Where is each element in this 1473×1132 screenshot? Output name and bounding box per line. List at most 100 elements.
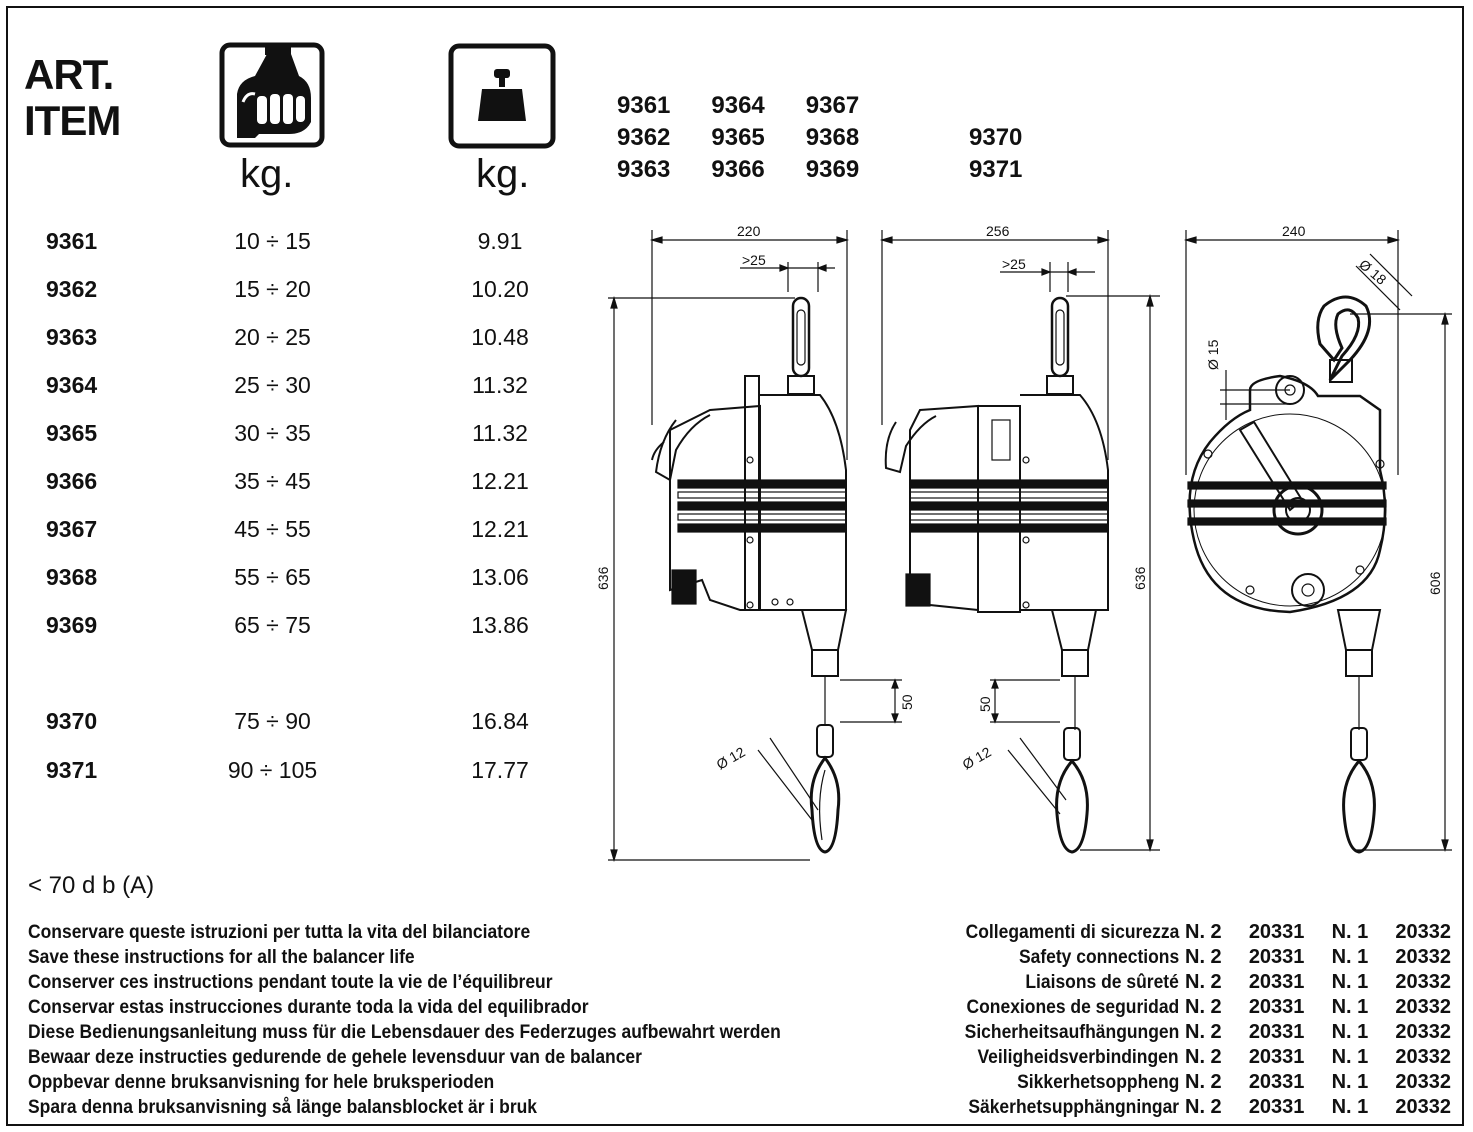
table-row-weight: 11.32 bbox=[472, 372, 528, 398]
table-row-art: 9368 bbox=[46, 564, 98, 590]
table-row-capacity: 90 ÷ 105 bbox=[227, 757, 318, 783]
dim-rope-1: Ø 12 bbox=[714, 743, 748, 772]
safety-code: 20332 bbox=[1395, 1096, 1451, 1118]
safety-label: Liaisons de sûreté bbox=[1025, 972, 1179, 993]
side-view-2 bbox=[879, 230, 1160, 854]
side-view-1 bbox=[608, 230, 902, 863]
safety-qty: N. 2 bbox=[1185, 996, 1222, 1018]
model-code: 9370 bbox=[969, 124, 1023, 151]
safety-code: 20331 bbox=[1248, 971, 1305, 993]
table-row-weight: 16.84 bbox=[471, 708, 529, 734]
safety-qty: N. 1 bbox=[1331, 1046, 1369, 1068]
table-row-weight: 9.91 bbox=[477, 228, 523, 254]
safety-code: 20332 bbox=[1395, 971, 1451, 993]
safety-label: Säkerhetsupphängningar bbox=[968, 1097, 1179, 1118]
table-row-weight: 11.32 bbox=[472, 420, 528, 446]
table-row-weight: 12.21 bbox=[471, 468, 529, 494]
safety-code: 20332 bbox=[1395, 1046, 1451, 1068]
table-row-capacity: 65 ÷ 75 bbox=[234, 612, 311, 638]
safety-qty: N. 1 bbox=[1331, 1021, 1369, 1043]
table-row-capacity: 25 ÷ 30 bbox=[234, 372, 311, 398]
safety-code: 20332 bbox=[1395, 921, 1451, 943]
table-row-art: 9370 bbox=[46, 708, 98, 734]
safety-label: Sicherheitsaufhängungen bbox=[964, 1022, 1179, 1043]
safety-label: Veiligheidsverbindingen bbox=[977, 1047, 1179, 1068]
weight-icon bbox=[448, 43, 556, 149]
safety-qty: N. 2 bbox=[1185, 1096, 1222, 1118]
table-row-capacity: 10 ÷ 15 bbox=[234, 228, 311, 254]
table-row-art: 9369 bbox=[46, 612, 98, 638]
safety-code: 20332 bbox=[1395, 946, 1451, 968]
capacity-unit: kg. bbox=[240, 152, 294, 196]
instruction-line: Diese Bedienungsanleitung muss für die L… bbox=[28, 1022, 781, 1043]
dim-offset-1: >25 bbox=[742, 252, 766, 268]
art-item-heading: ART. ITEM bbox=[24, 51, 121, 144]
table-row-weight: 12.21 bbox=[471, 516, 529, 542]
model-code: 9361 bbox=[617, 92, 671, 119]
dim-height-1: 636 bbox=[595, 566, 611, 590]
safety-code: 20331 bbox=[1248, 1071, 1305, 1093]
instructions-block: Conservare queste istruzioni per tutta l… bbox=[28, 920, 781, 1120]
table-row-art: 9362 bbox=[46, 276, 98, 302]
safety-connections-block: Collegamenti di sicurezza N. 2 20331 N. 1 20… bbox=[946, 920, 1451, 1120]
dim-height-3: 606 bbox=[1427, 571, 1443, 595]
safety-code: 20331 bbox=[1248, 1021, 1305, 1043]
safety-code: 20331 bbox=[1248, 946, 1305, 968]
safety-qty: N. 1 bbox=[1331, 996, 1369, 1018]
table-row-art: 9361 bbox=[46, 228, 98, 254]
noise-level: < 70 d b (A) bbox=[28, 872, 155, 899]
safety-row: Conexiones de seguridad N. 2 20331 N. 1 2033… bbox=[946, 995, 1451, 1020]
instruction-line: Spara denna bruksanvisning så länge bala… bbox=[28, 1097, 538, 1118]
safety-qty: N. 2 bbox=[1185, 921, 1222, 943]
table-row-weight: 17.77 bbox=[471, 757, 529, 783]
table-row-art: 9371 bbox=[46, 757, 98, 783]
table-row-capacity: 75 ÷ 90 bbox=[234, 708, 311, 734]
art-label: ART. bbox=[24, 51, 114, 98]
model-code: 9366 bbox=[711, 156, 765, 183]
safety-code: 20331 bbox=[1248, 1096, 1305, 1118]
table-row-capacity: 35 ÷ 45 bbox=[234, 468, 311, 494]
safety-code: 20332 bbox=[1395, 996, 1451, 1018]
safety-qty: N. 1 bbox=[1331, 921, 1369, 943]
safety-code: 20331 bbox=[1248, 996, 1305, 1018]
safety-qty: N. 2 bbox=[1185, 1071, 1222, 1093]
model-code: 9368 bbox=[805, 124, 860, 151]
table-row-art: 9367 bbox=[46, 516, 98, 542]
dim-width-2: 256 bbox=[986, 223, 1010, 239]
safety-code: 20331 bbox=[1248, 1046, 1305, 1068]
model-code: 9363 bbox=[617, 156, 671, 183]
table-row-capacity: 45 ÷ 55 bbox=[234, 516, 311, 542]
model-code: 9364 bbox=[711, 92, 765, 119]
table-row-capacity: 30 ÷ 35 bbox=[234, 420, 311, 446]
safety-label: Safety connections bbox=[1018, 947, 1179, 968]
model-code: 9362 bbox=[617, 124, 671, 151]
table-row-art: 9366 bbox=[46, 468, 98, 494]
table-row-capacity: 55 ÷ 65 bbox=[234, 564, 311, 590]
table-row-weight: 13.86 bbox=[471, 612, 529, 638]
instruction-line: Conserver ces instructions pendant toute… bbox=[28, 972, 553, 993]
front-view bbox=[1183, 230, 1452, 854]
instruction-line: Conservare queste istruzioni per tutta l… bbox=[28, 922, 531, 943]
model-code: 9367 bbox=[805, 92, 860, 119]
table-row-art: 9365 bbox=[46, 420, 98, 446]
page-frame bbox=[6, 6, 1464, 1126]
safety-label: Conexiones de seguridad bbox=[966, 997, 1179, 1018]
model-group-2: 9370 9371 bbox=[969, 122, 1022, 186]
dim-pin-3: Ø 15 bbox=[1205, 339, 1221, 370]
table-row-capacity: 15 ÷ 20 bbox=[234, 276, 311, 302]
safety-code: 20331 bbox=[1248, 921, 1305, 943]
safety-qty: N. 1 bbox=[1331, 971, 1369, 993]
balancer-technical-drawing: 220 >25 636 50 Ø 12 256 >25 636 50 Ø 12 … bbox=[595, 223, 1452, 863]
table-row-capacity: 20 ÷ 25 bbox=[234, 324, 311, 350]
table-row-weight: 10.48 bbox=[471, 324, 529, 350]
safety-label: Collegamenti di sicurezza bbox=[965, 922, 1179, 943]
dim-width-1: 220 bbox=[737, 223, 761, 239]
table-row-weight: 10.20 bbox=[471, 276, 529, 302]
instruction-line: Save these instructions for all the bala… bbox=[28, 947, 415, 968]
dim-travel-1: 50 bbox=[899, 694, 915, 710]
